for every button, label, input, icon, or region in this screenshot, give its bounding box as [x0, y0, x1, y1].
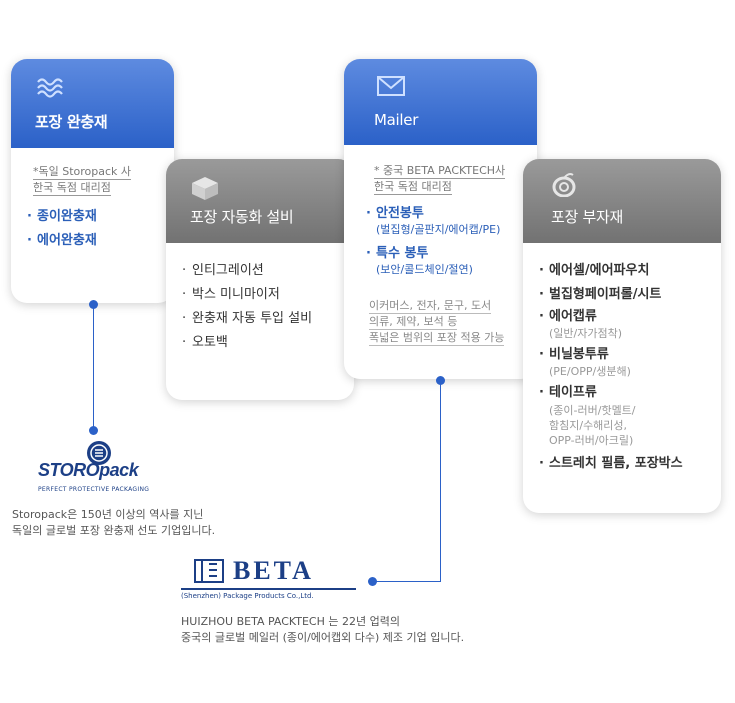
list-item: 특수 봉투 (보안/콜드체인/절연) [366, 245, 500, 277]
beta-divider [181, 588, 356, 590]
list-item: 테이프류 (종이-러버/핫멜트/ 함침지/수해리성, OPP-러버/아크릴) [539, 383, 683, 448]
storopack-wordmark: STOROpack [38, 460, 139, 480]
card-supplies: 포장 부자재 에어셀/에어파우치 벌집형페이퍼롤/시트 에어캡류 (일반/자가점… [523, 159, 721, 513]
tape-roll-icon [552, 173, 576, 197]
card-footnote: 이커머스, 전자, 문구, 도서 의류, 제약, 보석 등 폭넓은 범위의 포장… [369, 299, 505, 346]
box-icon [192, 177, 218, 200]
card-title: 포장 완충재 [35, 113, 108, 131]
beta-description: HUIZHOU BETA PACKTECH 는 22년 업력의 중국의 글로벌 … [181, 615, 465, 644]
card-automation-header: 포장 자동화 설비 [166, 159, 354, 243]
card-note: *독일 Storopack 사 한국 독점 대리점 [33, 165, 132, 196]
list-item: 박스 미니마이저 [182, 283, 312, 307]
card-title: 포장 부자재 [551, 208, 623, 226]
list-item: 인티그레이션 [182, 259, 312, 283]
beta-subtitle: (Shenzhen) Package Products Co.,Ltd. [181, 592, 314, 600]
wave-icon [37, 78, 63, 98]
storopack-description: Storopack은 150년 이상의 역사를 지닌 독일의 글로벌 포장 완충… [12, 508, 216, 537]
list-item: 완충재 자동 투입 설비 [182, 307, 312, 331]
card-items: 인티그레이션 박스 미니마이저 완충재 자동 투입 설비 오토백 [182, 259, 312, 355]
list-item: 에어완충재 [27, 229, 97, 253]
card-items: 종이완충재 에어완충재 [27, 205, 97, 253]
card-items: 에어셀/에어파우치 벌집형페이퍼롤/시트 에어캡류 (일반/자가점착) 비닐봉투… [539, 259, 683, 476]
list-item: 오토백 [182, 331, 312, 355]
card-mailer: Mailer * 중국 BETA PACKTECH사 한국 독점 대리점 안전봉… [344, 59, 537, 379]
card-note: * 중국 BETA PACKTECH사 한국 독점 대리점 [374, 164, 506, 195]
card-mailer-header: Mailer [344, 59, 537, 145]
list-item: 스트레치 필름, 포장박스 [539, 452, 683, 476]
envelope-icon [377, 76, 405, 96]
list-item: 안전봉투 (벌집형/골판지/에어캡/PE) [366, 205, 500, 237]
connector-dot [436, 376, 445, 385]
beta-wordmark: BETA [233, 556, 314, 585]
card-title: Mailer [374, 111, 419, 129]
storopack-logo: STOROpack PERFECT PROTECTIVE PACKAGING [38, 440, 162, 496]
beta-logo: BETA (Shenzhen) Package Products Co.,Ltd… [181, 555, 356, 605]
list-item: 종이완충재 [27, 205, 97, 229]
card-automation: 포장 자동화 설비 인티그레이션 박스 미니마이저 완충재 자동 투입 설비 오… [166, 159, 354, 400]
connector-dot [89, 300, 98, 309]
storopack-tagline: PERFECT PROTECTIVE PACKAGING [38, 486, 150, 493]
card-cushion-header: 포장 완충재 [11, 59, 174, 148]
list-item: 에어캡류 (일반/자가점착) [539, 307, 683, 341]
card-items: 안전봉투 (벌집형/골판지/에어캡/PE) 특수 봉투 (보안/콜드체인/절연) [366, 205, 500, 277]
storopack-emblem-icon [87, 441, 111, 465]
connector-dot [89, 426, 98, 435]
connector-line [372, 581, 441, 582]
connector-line [440, 381, 441, 581]
list-item: 비닐봉투류 (PE/OPP/생분해) [539, 345, 683, 379]
list-item: 에어셀/에어파우치 [539, 259, 683, 283]
connector-line [93, 305, 94, 429]
beta-emblem-icon [194, 559, 224, 583]
connector-dot [368, 577, 377, 586]
card-title: 포장 자동화 설비 [190, 208, 294, 226]
card-cushion: 포장 완충재 *독일 Storopack 사 한국 독점 대리점 종이완충재 에… [11, 59, 174, 303]
card-supplies-header: 포장 부자재 [523, 159, 721, 243]
list-item: 벌집형페이퍼롤/시트 [539, 283, 683, 307]
